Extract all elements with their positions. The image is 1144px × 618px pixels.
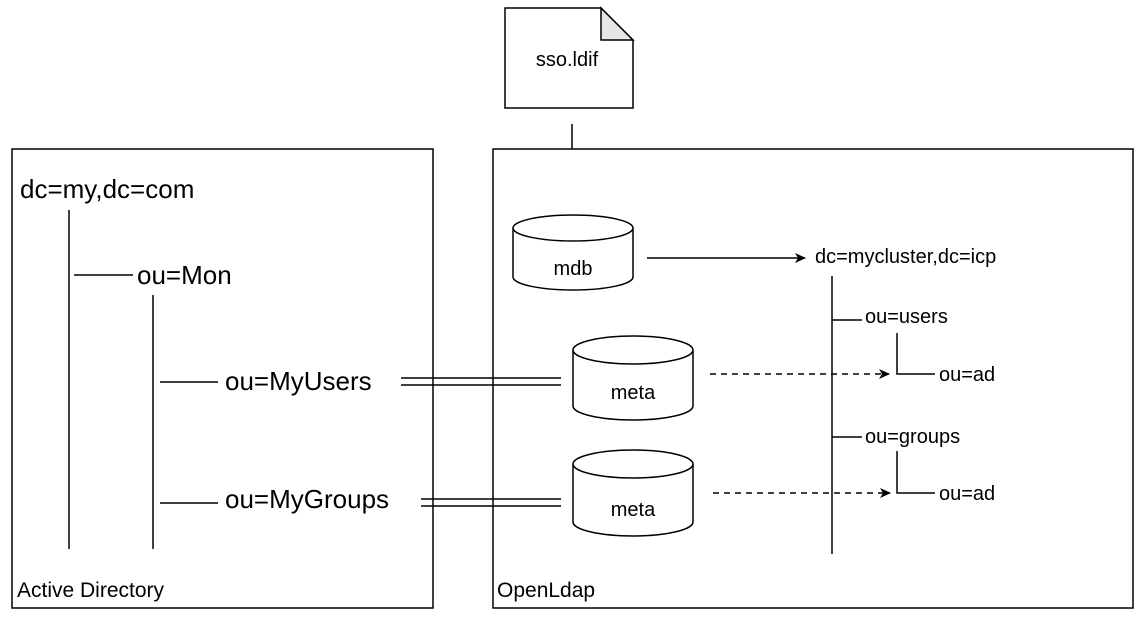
meta-users-database: meta: [572, 335, 694, 421]
ldap-users-ad-connector: [896, 333, 935, 375]
ad-users-to-meta-link: [401, 377, 561, 386]
mdb-database: mdb: [512, 214, 634, 291]
active-directory-box: [11, 148, 434, 609]
ldap-groups-ou-ad-label: ou=ad: [939, 483, 995, 505]
ldap-root-label: dc=mycluster,dc=icp: [815, 246, 996, 268]
ad-groups-to-meta-link: [421, 498, 561, 507]
mdb-label: mdb: [554, 258, 593, 280]
ad-ou-mygroups-label: ou=MyGroups: [225, 484, 389, 514]
sso-ldif-label: sso.ldif: [536, 49, 599, 71]
meta-groups-database: meta: [572, 449, 694, 537]
meta-groups-label: meta: [611, 499, 656, 521]
active-directory-caption: Active Directory: [17, 579, 165, 602]
ad-root-label: dc=my,dc=com: [20, 174, 194, 204]
openldap-caption: OpenLdap: [497, 579, 595, 602]
sso-ldif-file: sso.ldif: [504, 6, 635, 109]
ad-ou-mon-label: ou=Mon: [137, 260, 232, 290]
ldap-ou-users-label: ou=users: [865, 306, 948, 328]
ldap-groups-ad-connector: [896, 451, 935, 494]
meta-users-label: meta: [611, 382, 656, 404]
ldap-ou-groups-label: ou=groups: [865, 426, 960, 448]
ldap-users-ou-ad-label: ou=ad: [939, 364, 995, 386]
ad-ou-myusers-label: ou=MyUsers: [225, 366, 372, 396]
